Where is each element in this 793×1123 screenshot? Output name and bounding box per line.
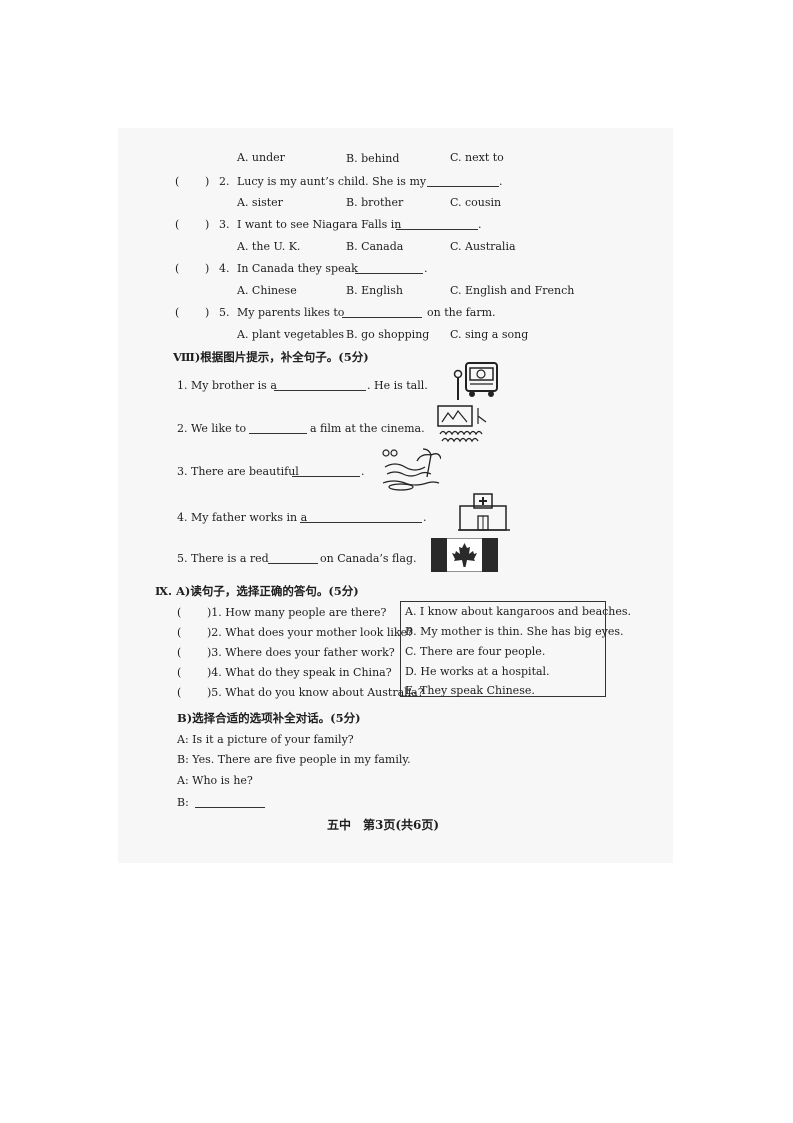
- option-c: C. cousin: [450, 196, 502, 209]
- question-stem-end: .: [478, 218, 482, 231]
- fill-sentence-3-end: .: [361, 465, 365, 478]
- match-answer-c: C. There are four people.: [405, 645, 546, 658]
- match-question-3: )3. Where does your father work?: [207, 646, 395, 659]
- option-c: C. Australia: [450, 240, 516, 253]
- question-number: 3.: [219, 218, 230, 231]
- answer-paren-open: (: [175, 306, 180, 319]
- match-question-1: )1. How many people are there?: [207, 606, 387, 619]
- match-answer-e: E. They speak Chinese.: [405, 684, 535, 697]
- answer-paren-close: ): [205, 175, 210, 188]
- q1-option-a: A. under: [237, 151, 285, 164]
- page-footer: 五中 第3页(共6页): [327, 818, 440, 832]
- section-9b-title: B)选择合适的选项补全对话。(5分): [177, 711, 361, 725]
- answer-paren: (: [177, 606, 182, 619]
- option-c: C. sing a song: [450, 328, 529, 341]
- answer-options-box: [400, 601, 606, 697]
- option-b: B. Canada: [346, 240, 404, 253]
- option-a: A. the U. K.: [237, 240, 301, 253]
- fill-blank-3[interactable]: [292, 466, 360, 477]
- option-a: A. plant vegetables: [237, 328, 345, 341]
- question-number: 2.: [219, 175, 230, 188]
- question-stem-end: on the farm.: [427, 306, 496, 319]
- bus-driver-icon: [453, 362, 498, 400]
- dialog-line-2: B: Yes. There are five people in my fami…: [177, 753, 411, 766]
- fill-blank-4[interactable]: [300, 512, 422, 523]
- fill-sentence-4-start: 4. My father works in a: [177, 511, 308, 524]
- option-a: A. sister: [237, 196, 283, 209]
- question-stem: In Canada they speak: [237, 262, 358, 275]
- canada-flag-icon: [431, 538, 498, 572]
- match-answer-d: D. He works at a hospital.: [405, 665, 550, 678]
- question-stem: I want to see Niagara Falls in: [237, 218, 402, 231]
- beach-icon: [382, 448, 441, 491]
- question-stem-end: .: [424, 262, 428, 275]
- section-8-title: Ⅷ)根据图片提示，补全句子。(5分): [173, 350, 369, 364]
- fill-sentence-1-end: . He is tall.: [367, 379, 428, 392]
- dialog-line-3: A: Who is he?: [177, 774, 253, 787]
- dialog-answer-blank[interactable]: [195, 797, 265, 808]
- answer-paren-close: ): [205, 306, 210, 319]
- fill-blank-1[interactable]: [274, 380, 366, 391]
- option-a: A. Chinese: [237, 284, 297, 297]
- match-answer-b: B. My mother is thin. She has big eyes.: [405, 625, 624, 638]
- answer-blank[interactable]: [342, 307, 422, 318]
- fill-sentence-5-end: on Canada’s flag.: [320, 552, 417, 565]
- option-b: B. English: [346, 284, 403, 297]
- dialog-line-4: B:: [177, 796, 189, 809]
- section-9-title: Ⅸ. A)读句子，选择正确的答句。(5分): [155, 584, 359, 598]
- question-stem: My parents likes to: [237, 306, 345, 319]
- fill-sentence-2-start: 2. We like to: [177, 422, 247, 435]
- answer-paren: (: [177, 686, 182, 699]
- option-b: B. brother: [346, 196, 404, 209]
- match-question-2: )2. What does your mother look like?: [207, 626, 413, 639]
- match-question-4: )4. What do they speak in China?: [207, 666, 392, 679]
- question-stem: Lucy is my aunt’s child. She is my: [237, 175, 427, 188]
- fill-blank-5[interactable]: [268, 553, 318, 564]
- answer-paren-open: (: [175, 262, 180, 275]
- cinema-icon: [437, 405, 487, 443]
- question-number: 5.: [219, 306, 230, 319]
- dialog-line-1: A: Is it a picture of your family?: [177, 733, 354, 746]
- fill-sentence-5-start: 5. There is a red: [177, 552, 269, 565]
- fill-blank-2[interactable]: [249, 423, 307, 434]
- answer-paren: (: [177, 666, 182, 679]
- question-number: 4.: [219, 262, 230, 275]
- hospital-icon: [458, 493, 510, 531]
- answer-blank[interactable]: [427, 176, 499, 187]
- fill-sentence-3-start: 3. There are beautiful: [177, 465, 299, 478]
- answer-paren-close: ): [205, 262, 210, 275]
- match-question-5: )5. What do you know about Australia?: [207, 686, 424, 699]
- match-answer-a: A. I know about kangaroos and beaches.: [405, 605, 632, 618]
- q1-option-b: B. behind: [346, 152, 400, 165]
- answer-blank[interactable]: [396, 219, 478, 230]
- fill-sentence-2-end: a film at the cinema.: [310, 422, 425, 435]
- answer-paren-close: ): [205, 218, 210, 231]
- fill-sentence-1-start: 1. My brother is a: [177, 379, 277, 392]
- q1-option-c: C. next to: [450, 151, 504, 164]
- fill-sentence-4-end: .: [423, 511, 427, 524]
- answer-paren: (: [177, 626, 182, 639]
- answer-blank[interactable]: [355, 263, 423, 274]
- question-stem-end: .: [499, 175, 503, 188]
- option-b: B. go shopping: [346, 328, 430, 341]
- option-c: C. English and French: [450, 284, 575, 297]
- answer-paren-open: (: [175, 175, 180, 188]
- answer-paren: (: [177, 646, 182, 659]
- scanned-page: [118, 128, 673, 863]
- answer-paren-open: (: [175, 218, 180, 231]
